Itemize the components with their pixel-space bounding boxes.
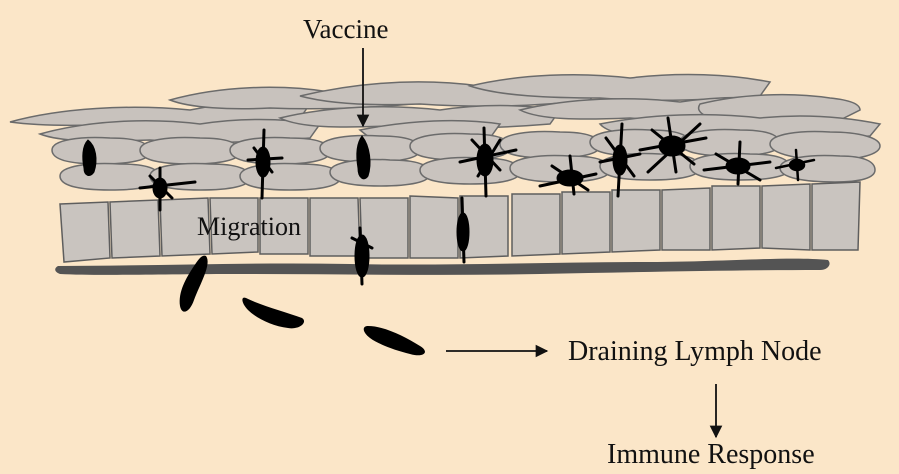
migrating-cell-1	[180, 256, 208, 312]
migrating-cell-3	[364, 326, 425, 355]
draining-lymph-node-label: Draining Lymph Node	[568, 338, 822, 366]
vaccine-label: Vaccine	[303, 16, 388, 43]
migration-label: Migration	[197, 214, 301, 240]
basement-membrane	[55, 259, 829, 275]
immune-response-label: Immune Response	[607, 441, 815, 469]
migrating-cell-2	[242, 298, 304, 329]
